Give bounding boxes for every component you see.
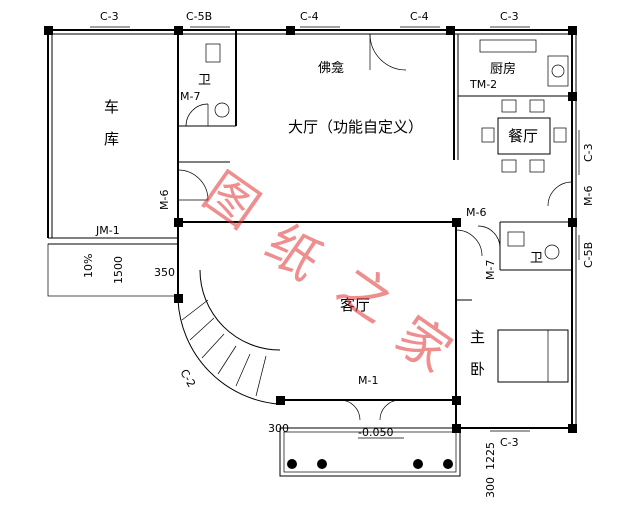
tag-c5b-right: C-5B: [582, 242, 595, 268]
tag-m1: M-1: [358, 374, 378, 387]
bath-label-1: 卫: [198, 73, 211, 88]
watermark-char-3: 之: [327, 255, 404, 334]
room-labels: 车 库 大厅（功能自定义） 厨房 餐厅 客厅 主 卧 卫 卫 佛龛: [104, 61, 543, 378]
kitchen-label: 厨房: [490, 61, 516, 77]
altar-label: 佛龛: [318, 61, 344, 76]
tag-m6-right: M-6: [582, 186, 595, 206]
elevation-label: -0.050: [358, 426, 393, 439]
garage-label-2: 库: [104, 130, 119, 148]
master-label-2: 卧: [470, 360, 485, 378]
tag-jm1: JM-1: [95, 224, 120, 237]
tag-c3-right: C-3: [582, 143, 595, 162]
master-label-1: 主: [470, 328, 485, 346]
dim-350: 350: [154, 266, 175, 279]
tag-labels: C-3 C-5B C-4 C-4 C-3 M-7 TM-2 JM-1 M-6 M…: [95, 10, 595, 449]
garage-label-1: 车: [104, 98, 119, 116]
dim-ramp: 1500: [112, 256, 125, 284]
tag-c4-1: C-4: [300, 10, 319, 23]
tag-c3-bottom: C-3: [500, 436, 519, 449]
dim-slope: 10%: [82, 254, 95, 278]
dining-label: 餐厅: [508, 127, 538, 145]
doors: [177, 33, 573, 421]
tag-c4-2: C-4: [410, 10, 429, 23]
tag-c3-top-right: C-3: [500, 10, 519, 23]
tag-c3-top-left: C-3: [100, 10, 119, 23]
bath-label-2: 卫: [530, 251, 543, 266]
tag-m7-left: M-7: [180, 90, 200, 103]
dimension-labels: 10% 1500 350 300 1225 300 -0.050: [82, 254, 497, 498]
hall-label: 大厅（功能自定义）: [288, 118, 423, 136]
watermark-char-1: 图: [193, 161, 270, 240]
living-label: 客厅: [340, 296, 370, 314]
watermark-char-4: 家: [385, 305, 462, 384]
watermark-char-2: 纸: [255, 213, 332, 292]
walls: [47, 29, 577, 429]
tag-c5b-top: C-5B: [186, 10, 212, 23]
dim-300: 300: [268, 422, 289, 435]
tag-m6-left: M-6: [158, 190, 171, 210]
tag-c2: C-2: [177, 367, 198, 390]
dim-1225: 1225: [484, 442, 497, 470]
spiral-stair: [177, 269, 281, 405]
tag-tm2: TM-2: [469, 78, 497, 91]
windows: [90, 26, 580, 432]
tag-m6-center: M-6: [466, 206, 486, 219]
tag-m7-right: M-7: [484, 260, 497, 280]
dim-300v: 300: [484, 477, 497, 498]
furniture: [205, 39, 569, 383]
porch: [279, 427, 461, 477]
